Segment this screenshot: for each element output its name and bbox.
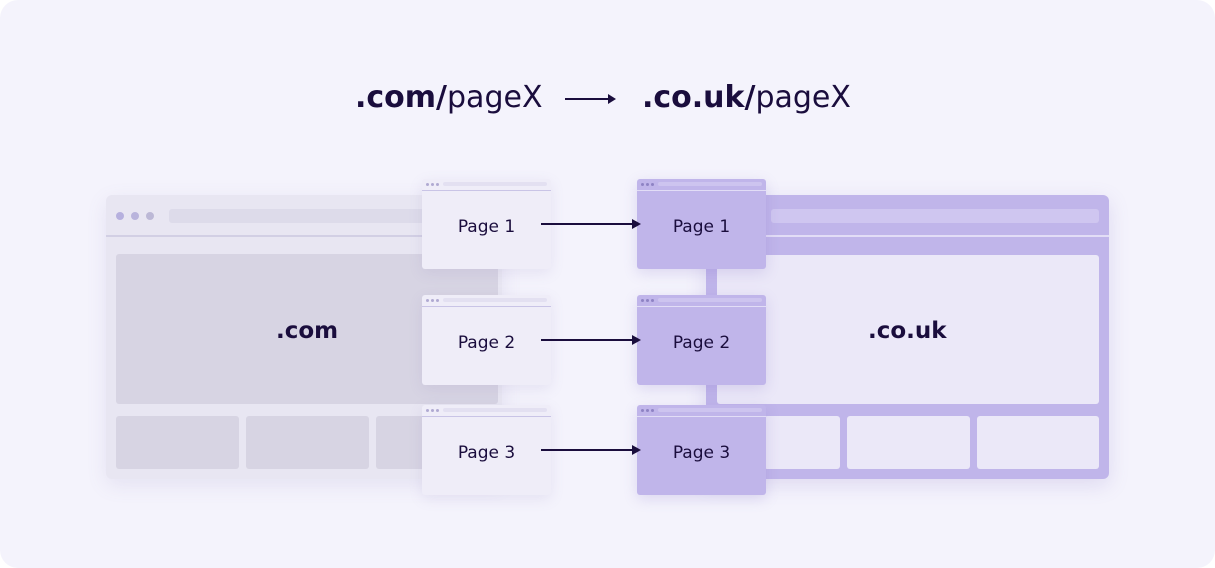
window-dot-icon [131,212,139,220]
source-site-label: .com [276,318,339,344]
page-label: Page 1 [457,217,516,237]
source-page-2: Page 2 [422,295,551,385]
content-card [977,416,1099,469]
source-url: .com/pageX [355,76,543,120]
browser-toolbar-divider [764,235,1109,237]
source-url-path: pageX [447,80,543,115]
source-page-3: Page 3 [422,405,551,495]
target-url: .co.uk/pageX [642,76,851,120]
source-url-domain: .com/ [355,80,448,115]
target-url-path: pageX [755,80,851,115]
address-bar [169,209,489,223]
content-card [764,416,840,469]
content-card [116,416,239,469]
source-page-1: Page 1 [422,179,551,269]
page-label: Page 2 [457,333,516,353]
page-label: Page 1 [672,217,731,237]
page-label: Page 3 [457,443,516,463]
redirect-arrow-icon [541,219,641,229]
address-bar [771,209,1099,223]
target-page-2: Page 2 [637,295,766,385]
content-card [246,416,369,469]
window-dot-icon [116,212,124,220]
redirect-arrow-icon [541,335,641,345]
redirect-arrow-icon [541,445,641,455]
target-page-1: Page 1 [637,179,766,269]
target-url-domain: .co.uk/ [642,80,756,115]
window-dot-icon [146,212,154,220]
page-label: Page 3 [672,443,731,463]
target-page-3: Page 3 [637,405,766,495]
target-site-label: .co.uk [868,318,947,344]
hero-block [717,255,1099,404]
content-card [847,416,970,469]
target-site-browser [706,195,1109,479]
browser-toolbar [106,195,502,237]
mapping-arrow-icon [565,94,616,104]
page-label: Page 2 [672,333,731,353]
